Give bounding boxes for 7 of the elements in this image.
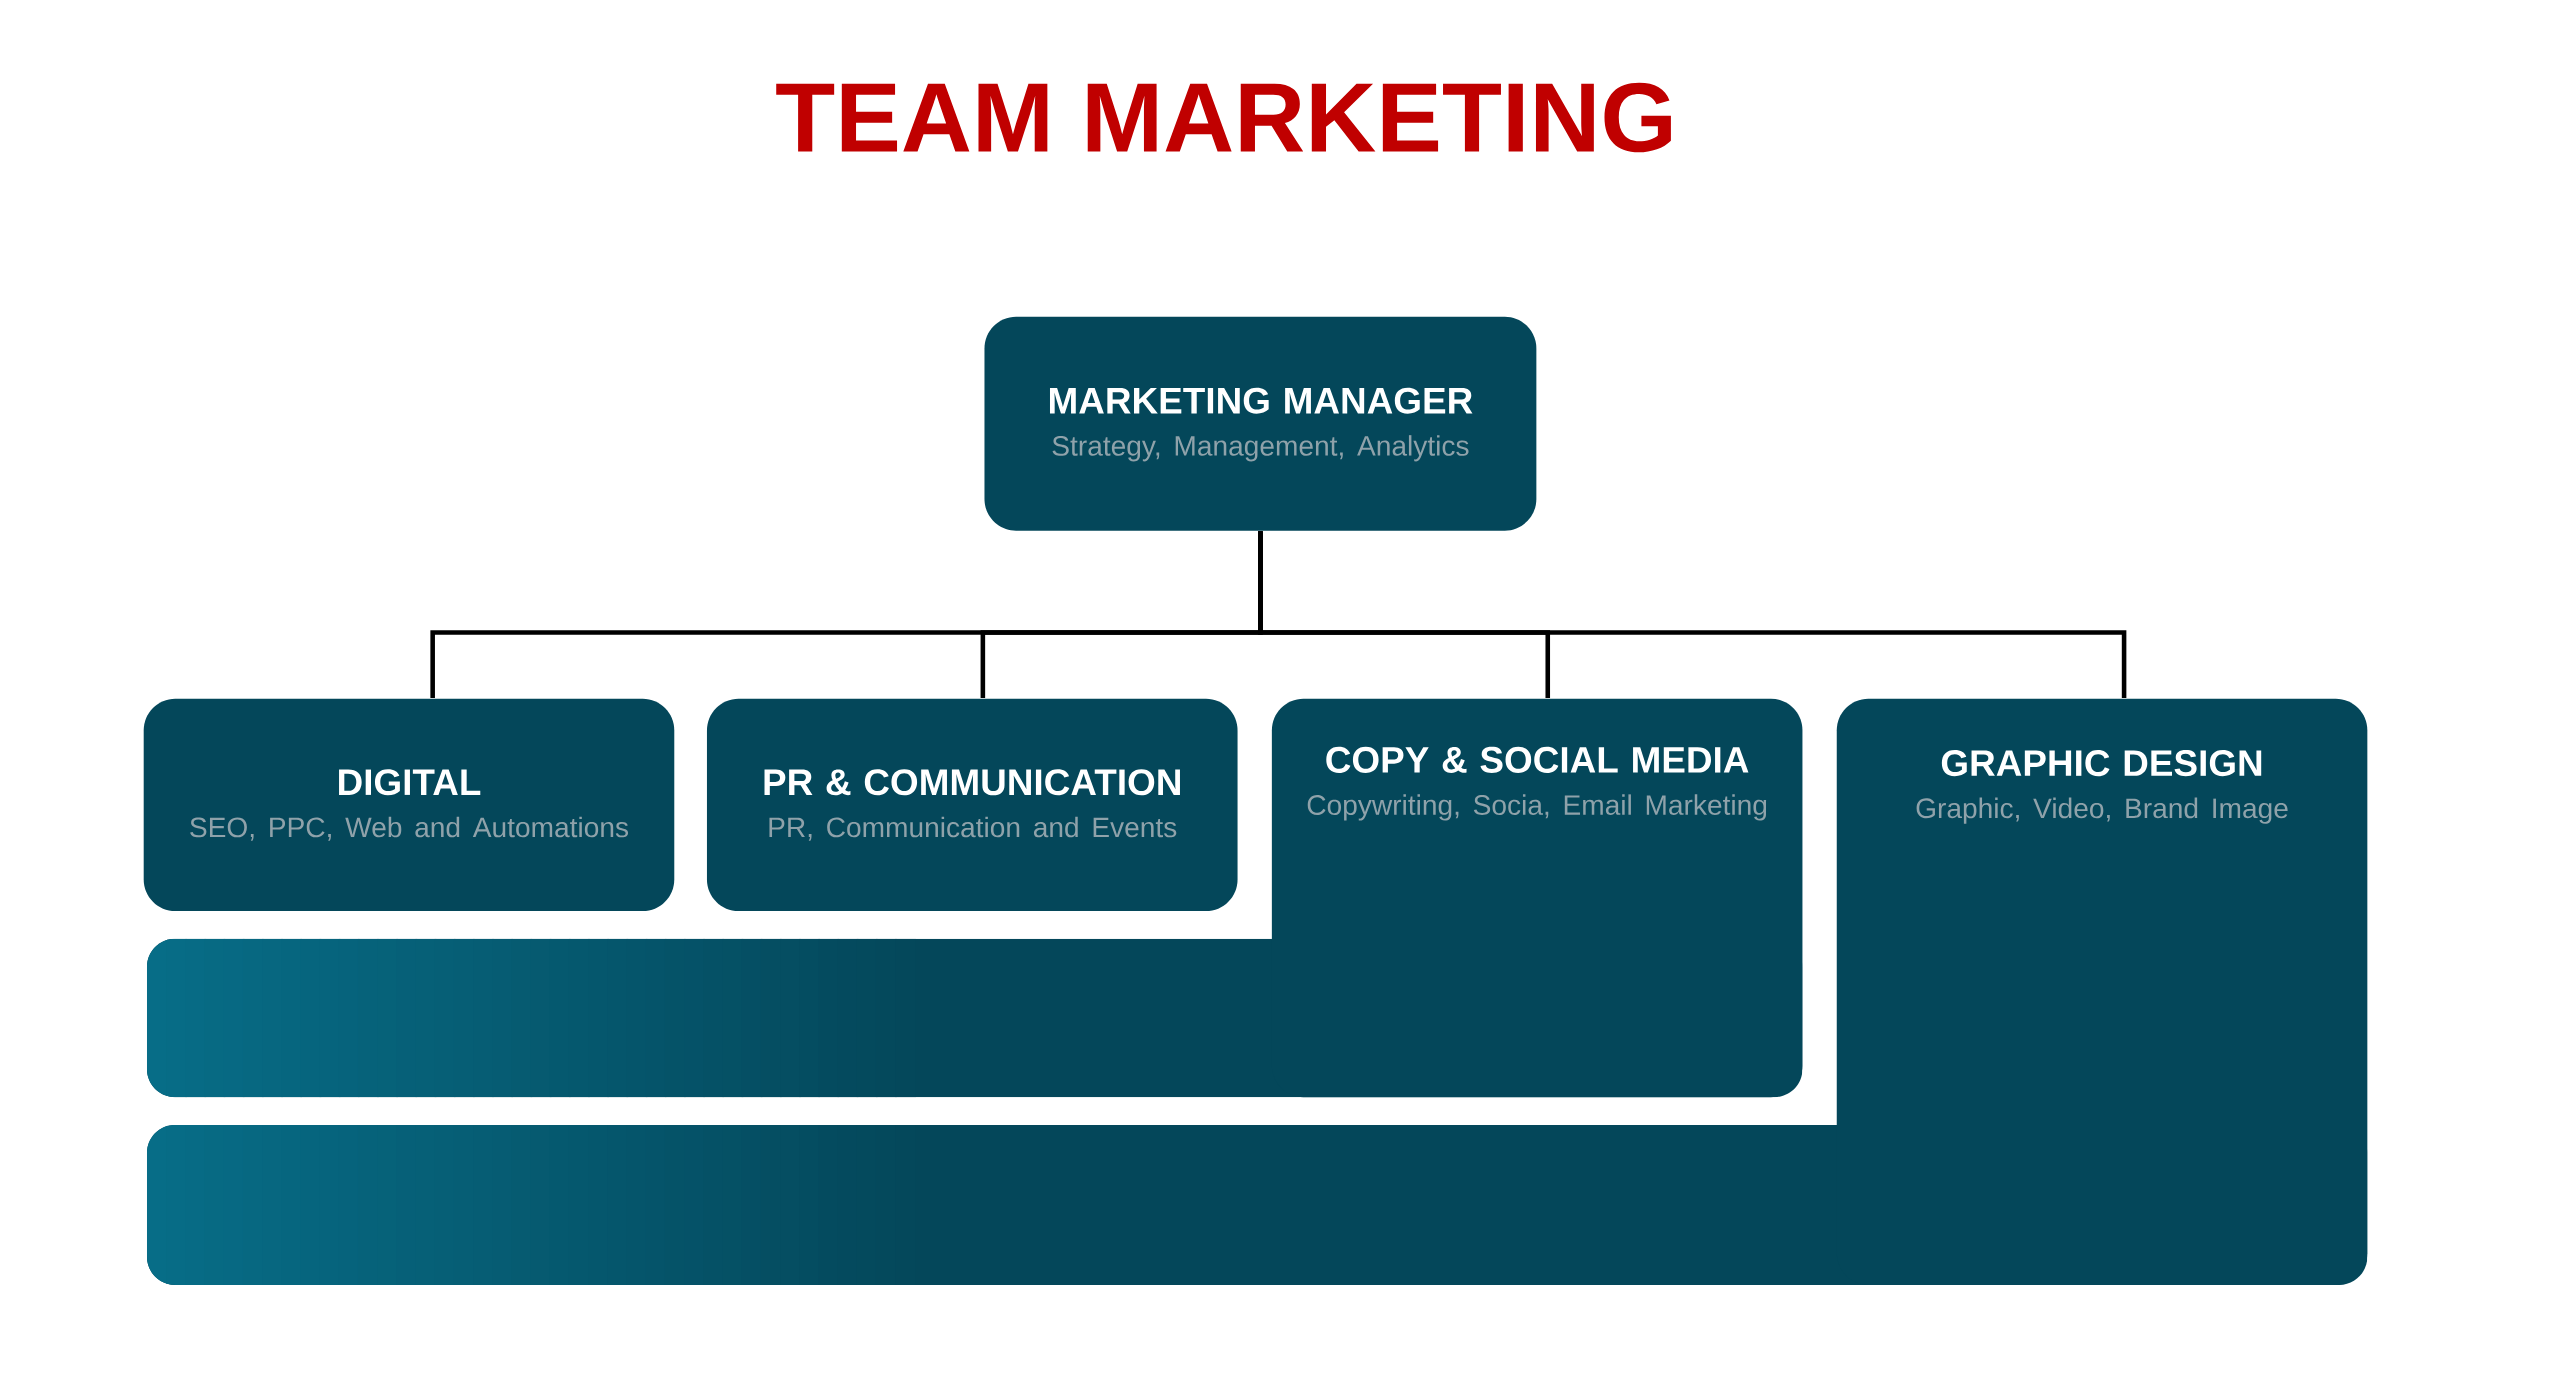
connector xyxy=(1258,531,2127,699)
title: TEAM MARKETING xyxy=(776,82,1671,153)
role-box: MARKETING MANAGER Strategy, Management, Analytics xyxy=(984,316,1537,531)
role-box: GRAPHIC DESIGN Graphic, Video, Brand Image xyxy=(1836,698,2368,1285)
role-box: PR & COMMUNICATION PR, Communication and Events xyxy=(706,698,1238,912)
role-box: COPY & SOCIAL MEDIA Copywriting, Socia, Email Marketing xyxy=(1271,698,1803,1098)
role-box: DIGITAL SEO, PPC, Web and Automations xyxy=(143,698,675,912)
